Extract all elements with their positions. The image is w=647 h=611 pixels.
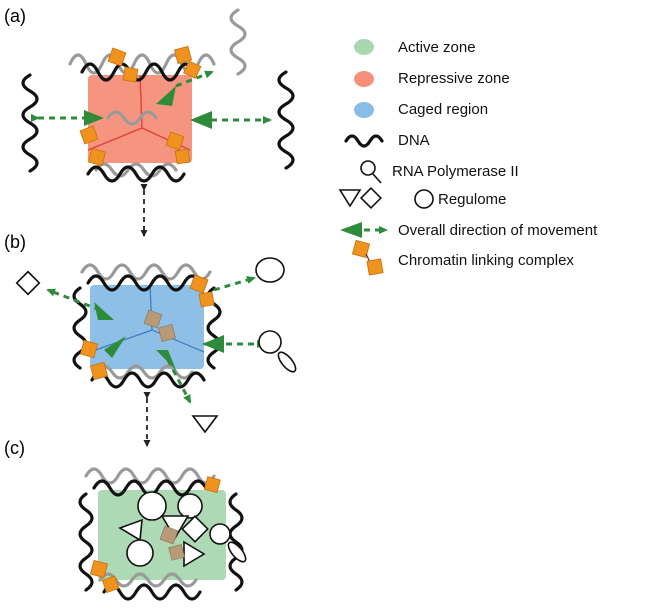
panel-a: (a)	[4, 6, 295, 237]
chromatin-linkers-a	[79, 45, 202, 167]
dna-black-bottom-c	[102, 583, 202, 601]
panel-label-b: (b)	[4, 232, 26, 252]
chromatin-linkers-c	[89, 476, 221, 594]
legend-regulome-icons	[338, 186, 434, 210]
dna-right-c	[228, 492, 244, 592]
dna-left-c	[78, 492, 94, 592]
repressive-zone-swatch	[354, 71, 374, 87]
panel-c: (c)	[4, 438, 247, 601]
caged-region	[89, 284, 205, 369]
panel-label-c: (c)	[4, 438, 25, 458]
legend-dna: DNA	[398, 132, 430, 149]
legend: Active zone Repressive zone Caged region…	[338, 39, 598, 276]
legend-active-zone: Active zone	[398, 39, 476, 56]
direction-arrows-a	[31, 70, 272, 129]
dna-right-a	[277, 70, 295, 170]
dna-black-bottom-a	[86, 165, 186, 183]
caged-region-swatch	[354, 102, 374, 118]
dna-black-top-a	[80, 62, 196, 82]
chromatin-linker-icon	[351, 239, 384, 276]
rna-polymerase-icon	[258, 330, 297, 373]
direction-arrow-icon	[340, 222, 388, 238]
active-zone-swatch	[354, 39, 374, 55]
legend-regulome: Regulome	[438, 191, 506, 208]
legend-rna-pol: RNA Polymerase II	[392, 163, 519, 180]
dna-helix-icon	[344, 134, 384, 148]
legend-repressive-zone: Repressive zone	[398, 70, 510, 87]
dna-gray-upright-a	[229, 8, 247, 76]
dna-black-bottom-b	[90, 371, 206, 389]
triangle-icon	[191, 415, 219, 434]
legend-direction: Overall direction of movement	[398, 222, 598, 239]
circle-icon	[255, 257, 285, 283]
diamond-icon	[15, 270, 41, 296]
legend-chromatin: Chromatin linking complex	[398, 252, 574, 269]
regulome-inside-c	[118, 491, 247, 568]
chromatin-linkers-b	[79, 274, 215, 381]
dna-black-top-b	[86, 274, 202, 292]
direction-arrows-b	[46, 276, 266, 404]
legend-caged-region: Caged region	[398, 101, 488, 118]
panel-b: (b)	[4, 232, 297, 447]
legend-rna-polymerase-icon	[360, 160, 382, 184]
panel-label-a: (a)	[4, 6, 26, 26]
dna-left-a	[21, 73, 39, 173]
